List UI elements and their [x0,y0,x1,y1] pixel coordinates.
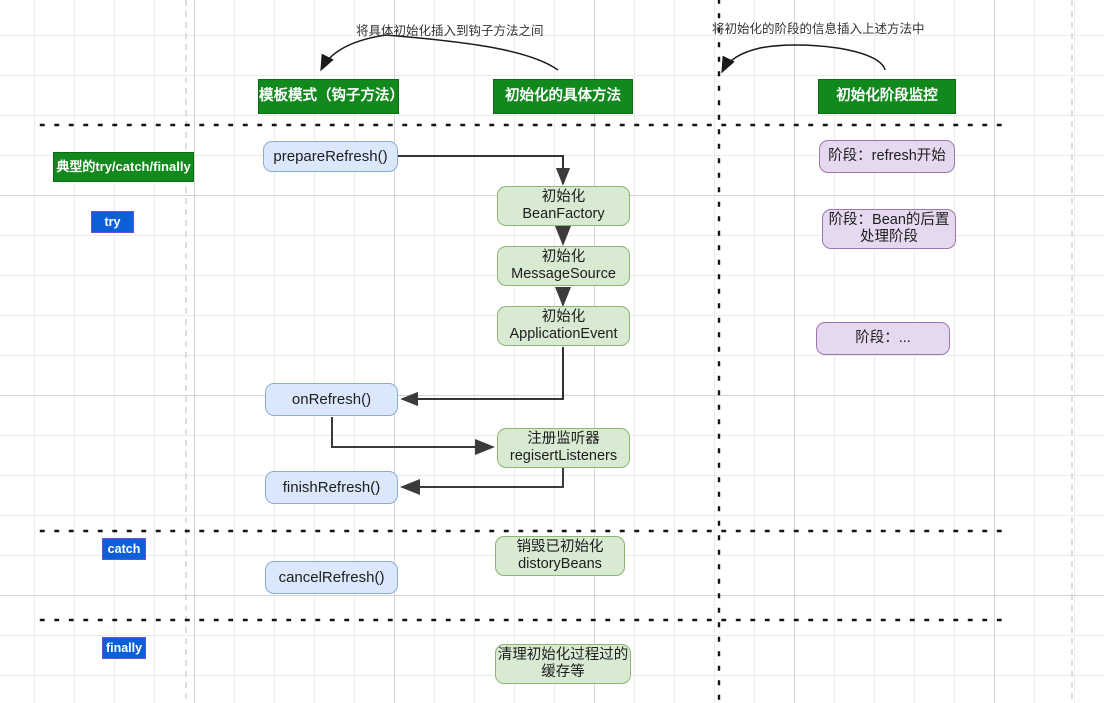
process-init-beanfactory[interactable]: 初始化 BeanFactory [497,186,630,226]
badge-finally[interactable]: finally [102,637,146,659]
caption-arrow-left [320,34,387,72]
method-cancel-refresh[interactable]: cancelRefresh() [265,561,398,594]
method-finish-refresh[interactable]: finishRefresh() [265,471,398,504]
process-init-applicationevent[interactable]: 初始化 ApplicationEvent [497,306,630,346]
caption-insert-phase-info: 将初始化的阶段的信息插入上述方法中 [712,22,925,36]
arrow-onrefresh-to-listeners [331,417,495,455]
badge-catch[interactable]: catch [102,538,146,560]
label-typical-try-catch-finally[interactable]: 典型的try/catch/finally [53,152,194,182]
header-concrete-init-method[interactable]: 初始化的具体方法 [493,79,633,114]
method-on-refresh[interactable]: onRefresh() [265,383,398,416]
phase-more[interactable]: 阶段：... [816,322,950,355]
process-register-listeners[interactable]: 注册监听器 regisertListeners [497,428,630,468]
caption-insert-concrete: 将具体初始化插入到钩子方法之间 [356,24,544,38]
caption-arrow-left-tail [385,34,559,71]
process-clean-cache[interactable]: 清理初始化过程过的 缓存等 [495,644,631,684]
arrow-applicationevent-to-onrefresh [400,347,564,407]
phase-refresh-start[interactable]: 阶段：refresh开始 [819,140,955,173]
phase-bean-post-process[interactable]: 阶段：Bean的后置 处理阶段 [822,209,956,249]
process-destroy-beans[interactable]: 销毁已初始化 distoryBeans [495,536,625,576]
method-prepare-refresh[interactable]: prepareRefresh() [263,141,398,172]
header-template-pattern[interactable]: 模板模式（钩子方法） [258,79,404,114]
arrow-listeners-to-finishrefresh [400,468,564,495]
badge-try[interactable]: try [91,211,134,233]
caption-arrow-right [721,44,886,74]
process-init-messagesource[interactable]: 初始化 MessageSource [497,246,630,286]
arrow-prepare-to-beanfactory [398,155,571,186]
header-init-phase-monitor[interactable]: 初始化阶段监控 [818,79,956,114]
